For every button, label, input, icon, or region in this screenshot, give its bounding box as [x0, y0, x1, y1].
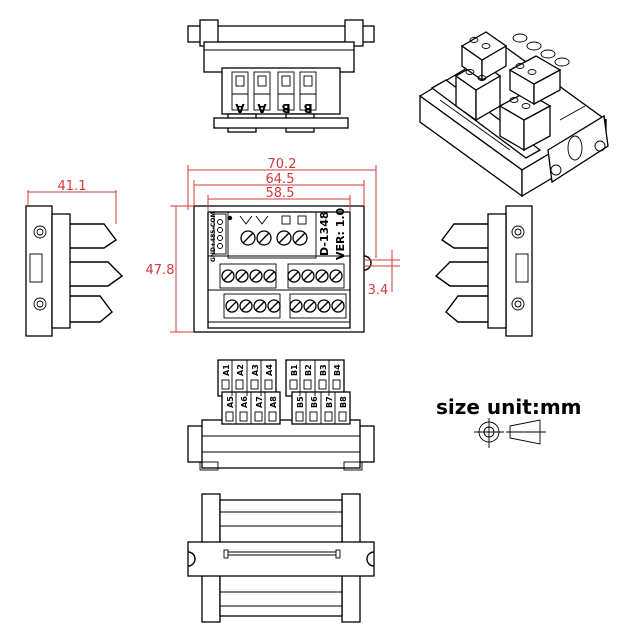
terminal-label-b7: B7 [325, 396, 334, 408]
terminal-row-1-labels: A1 A2 A3 A4 B1 B2 B3 B4 [222, 364, 342, 376]
pcb-label: GND+485-COM [210, 212, 217, 262]
front-view: GND+485-COM D-1348 VER: 1.0 [193, 205, 372, 333]
terminal-label-view: A1 A2 A3 A4 B1 B2 B3 B4 A5 A6 A7 A8 B5 B… [187, 359, 375, 471]
terminal-label-a5: A5 [226, 396, 235, 408]
left-side-view [25, 205, 124, 337]
dim-body-width: 64.5 [266, 172, 295, 187]
terminal-label-b8: B8 [339, 396, 348, 408]
top-view-label-b2: B [303, 101, 312, 115]
terminal-label-b6: B6 [310, 396, 319, 408]
front-terminal-row-1 [219, 263, 345, 289]
isometric-view [418, 31, 609, 198]
terminal-label-b1: B1 [290, 364, 299, 376]
terminal-label-b4: B4 [333, 364, 342, 376]
dim-side-depth: 41.1 [58, 179, 87, 194]
top-view-label-b1: B [281, 101, 290, 115]
top-view-label-a1: A [235, 101, 245, 115]
unit-note: size unit:mm [436, 395, 582, 419]
terminal-label-b5: B5 [296, 396, 305, 408]
terminal-label-a4: A4 [265, 364, 274, 376]
dim-inner-width: 58.5 [266, 186, 295, 201]
projection-symbol-icon [474, 418, 546, 448]
terminal-label-b3: B3 [319, 364, 328, 376]
terminal-label-a8: A8 [269, 396, 278, 408]
terminal-label-a2: A2 [236, 364, 245, 376]
top-view: A A B B [187, 19, 375, 133]
bottom-view [187, 493, 375, 623]
front-terminal-row-2 [223, 293, 347, 319]
terminal-label-a6: A6 [240, 396, 249, 408]
terminal-label-a3: A3 [251, 364, 260, 376]
right-side-view [434, 205, 533, 337]
dim-height: 47.8 [146, 263, 175, 278]
terminal-label-a1: A1 [222, 364, 231, 376]
dim-pin-pitch: 3.4 [368, 283, 389, 298]
top-view-label-a2: A [257, 101, 267, 115]
terminal-label-b2: B2 [304, 364, 313, 376]
terminal-row-2-labels: A5 A6 A7 A8 B5 B6 B7 B8 [226, 396, 348, 408]
version-label: VER: 1.0 [334, 207, 347, 260]
terminal-label-a7: A7 [255, 396, 264, 408]
dim-overall-width: 70.2 [268, 157, 297, 172]
model-label: D-1348 [318, 211, 331, 256]
dimension-lines [170, 165, 400, 333]
